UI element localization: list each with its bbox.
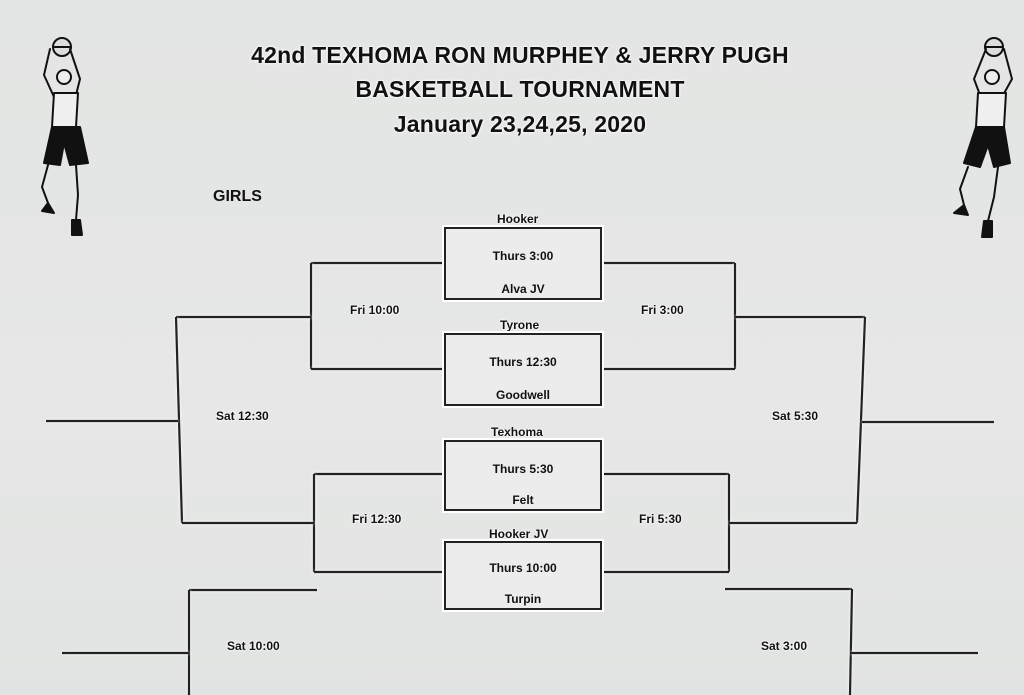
game-time-consolation-right: Sat 3:00 (761, 639, 808, 653)
game-time-sat-right: Sat 5:30 (772, 409, 819, 423)
game-box-2: Thurs 12:30 Goodwell (444, 333, 602, 406)
game-time: Thurs 12:30 (489, 355, 557, 369)
game-time-fri-left-top: Fri 10:00 (350, 303, 400, 317)
game-box-3: Thurs 5:30 Felt (444, 440, 602, 511)
game-time-fri-left-bottom: Fri 12:30 (352, 512, 402, 526)
tournament-subtitle: BASKETBALL TOURNAMENT (355, 76, 685, 102)
division-label: GIRLS (213, 188, 262, 205)
game-time-consolation-left: Sat 10:00 (227, 639, 280, 653)
game-time: Thurs 5:30 (492, 462, 554, 476)
game-box-1: Thurs 3:00 Alva JV (444, 227, 602, 300)
basketball-player-icon-left (41, 37, 89, 236)
game-time-sat-left: Sat 12:30 (216, 409, 269, 423)
tournament-title: 42nd TEXHOMA RON MURPHEY & JERRY PUGH (251, 42, 789, 68)
tournament-dates: January 23,24,25, 2020 (393, 111, 647, 137)
team-label: Hooker (497, 212, 539, 226)
team-label: Texhoma (491, 425, 543, 439)
team-label: Goodwell (496, 388, 550, 402)
team-label: Tyrone (500, 318, 540, 332)
game-box-4: Thurs 10:00 Turpin (444, 541, 602, 610)
team-label: Alva JV (501, 282, 545, 296)
team-label: Hooker JV (489, 527, 549, 541)
game-time: Thurs 10:00 (489, 561, 557, 575)
team-label: Felt (512, 493, 534, 507)
game-time-fri-right-bottom: Fri 5:30 (639, 512, 682, 526)
team-label: Turpin (504, 592, 542, 606)
basketball-player-icon-right (953, 37, 1013, 238)
game-time-fri-right-top: Fri 3:00 (641, 303, 684, 317)
game-time: Thurs 3:00 (492, 249, 554, 263)
